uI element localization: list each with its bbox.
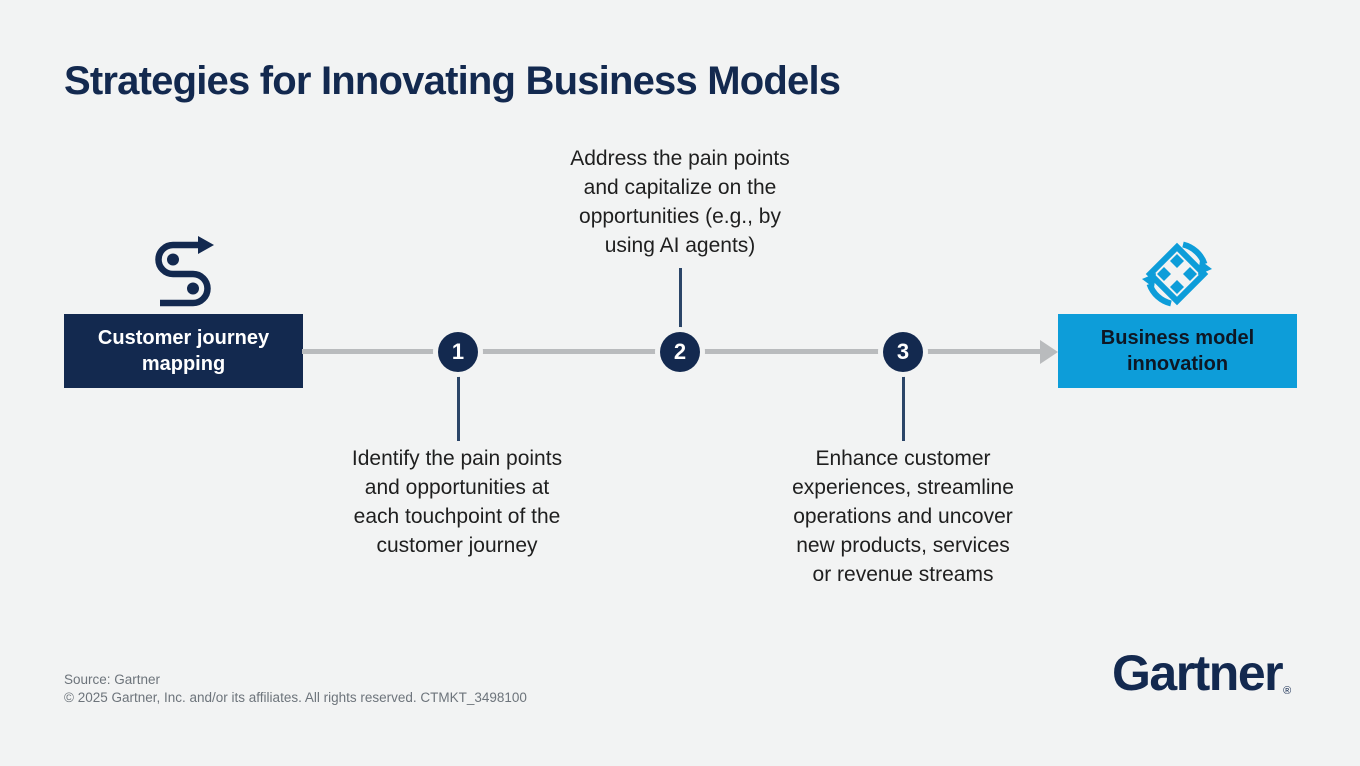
step-3-connector xyxy=(902,374,905,441)
step-1-badge: 1 xyxy=(438,332,478,372)
gartner-logo-text: Gartner xyxy=(1112,645,1284,701)
gartner-logo: Gartner® xyxy=(1112,645,1292,701)
footer: Source: Gartner © 2025 Gartner, Inc. and… xyxy=(64,671,527,706)
step-3-badge: 3 xyxy=(883,332,923,372)
business-model-innovation-icon xyxy=(1141,238,1213,310)
step-1-connector xyxy=(457,374,460,441)
footer-source: Source: Gartner xyxy=(64,672,161,687)
step-1-description: Identify the pain points and opportuniti… xyxy=(351,447,563,557)
customer-journey-mapping-box: Customer journey mapping xyxy=(64,314,303,388)
page-title: Strategies for Innovating Business Model… xyxy=(64,59,841,103)
step-2-badge: 2 xyxy=(660,332,700,372)
business-model-innovation-box: Business model innovation xyxy=(1058,314,1297,388)
step-2-connector xyxy=(679,268,682,331)
registered-trademark-icon: ® xyxy=(1283,685,1292,697)
step-2-description: Address the pain points and capitalize o… xyxy=(570,147,790,257)
flow-arrowhead-icon xyxy=(1040,340,1058,364)
footer-copyright: © 2025 Gartner, Inc. and/or its affiliat… xyxy=(64,689,527,705)
step-3-description: Enhance customer experiences, streamline… xyxy=(792,447,1014,586)
customer-journey-icon xyxy=(148,236,218,312)
